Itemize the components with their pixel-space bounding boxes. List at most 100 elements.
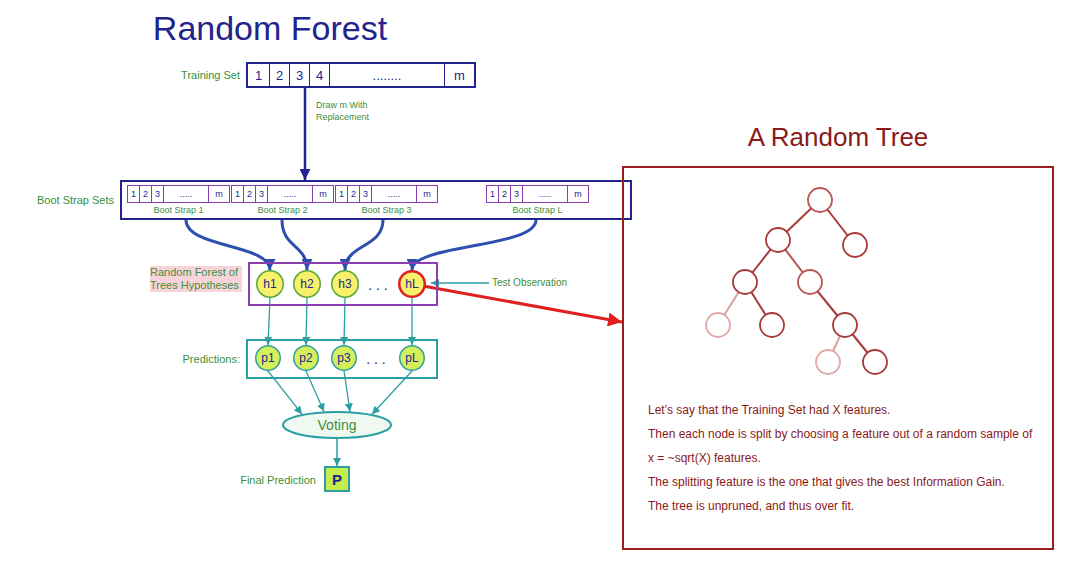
- prediction-circle: p2: [293, 345, 319, 371]
- sample-index: m: [209, 186, 229, 202]
- sample-cell: 3: [152, 186, 164, 202]
- sample-index: 2: [270, 64, 289, 86]
- random-tree-panel: A Random TreeLet's say that the Training…: [622, 166, 1054, 550]
- sample-index: m: [313, 186, 333, 202]
- prediction-label: p1: [255, 345, 281, 371]
- sample-index: m: [568, 186, 588, 202]
- arrow-connector: [426, 286, 622, 322]
- panel-text: Then each node is split by choosing a fe…: [648, 422, 1040, 470]
- sample-index: ........: [330, 64, 444, 86]
- prediction-circle: p3: [331, 345, 357, 371]
- test-observation-label: Test Observation: [492, 277, 602, 289]
- sample-cell: m: [313, 186, 333, 202]
- sample-index: 2: [140, 186, 151, 202]
- forest-label: Random Forest of Trees Hypotheses: [150, 266, 242, 292]
- node-shape: [294, 271, 321, 298]
- sample-cell: 1: [487, 186, 499, 202]
- sample-cell: 3: [290, 64, 310, 86]
- set-label: Training Set: [162, 69, 240, 82]
- hypothesis-label: hL: [398, 270, 426, 298]
- predictions-box: Predictions:. . .p1p2p3pL: [246, 339, 438, 379]
- panel-text: The tree is unpruned, and thus over fit.: [648, 494, 1040, 518]
- leader-arrow: [431, 282, 489, 284]
- sample-index: .....: [372, 186, 416, 202]
- sample-index: 3: [152, 186, 163, 202]
- hypothesis-label: h1: [256, 270, 284, 298]
- tree-hypothesis-circle: h2: [293, 270, 321, 298]
- sample-index: .....: [164, 186, 208, 202]
- bootstrap-box: Boot Strap 2123.....m: [231, 185, 334, 203]
- sample-index: 1: [232, 186, 243, 202]
- sample-cell: .....: [268, 186, 313, 202]
- tree-hypothesis-circle: h1: [256, 270, 284, 298]
- sample-cell: .....: [372, 186, 417, 202]
- node-shape: [400, 346, 425, 371]
- sample-cell: m: [417, 186, 437, 202]
- bootstrap-label: Boot Strap 1: [127, 205, 230, 216]
- sample-index: 1: [487, 186, 498, 202]
- ellipsis: . . .: [361, 351, 391, 368]
- bootstrap-box: Boot Strap L123.....m: [486, 185, 589, 203]
- tree-hypothesis-circle: h3: [331, 270, 359, 298]
- sample-index: m: [417, 186, 437, 202]
- sample-index: 3: [511, 186, 522, 202]
- hypothesis-label: h3: [331, 270, 359, 298]
- sample-index: 1: [336, 186, 347, 202]
- sample-index: 1: [128, 186, 139, 202]
- sample-cell: 2: [244, 186, 256, 202]
- sample-index: 1: [248, 64, 269, 86]
- sample-cell: 2: [140, 186, 152, 202]
- tree-hypothesis-circle: hL: [398, 270, 426, 298]
- predictions-label: Predictions:: [164, 353, 240, 366]
- prediction-label: p2: [293, 345, 319, 371]
- sample-cell: 1: [336, 186, 348, 202]
- sample-index: 3: [256, 186, 267, 202]
- sample-index: .....: [523, 186, 567, 202]
- sample-cell: 4: [310, 64, 330, 86]
- node-shape: [332, 271, 359, 298]
- forest-box: Random Forest of Trees Hypotheses. . .h1…: [248, 262, 438, 306]
- sample-index: 3: [290, 64, 309, 86]
- node-shape: [256, 346, 281, 371]
- final-label: Final Prediction: [224, 474, 316, 487]
- sample-cell: .....: [164, 186, 209, 202]
- node-shape: [294, 346, 319, 371]
- sample-cell: m: [209, 186, 229, 202]
- set-label: Boot Strap Sets: [26, 194, 114, 207]
- bootstrap-sets-box: Boot Strap SetsBoot Strap 1123.....mBoot…: [120, 180, 632, 220]
- sample-cell: 1: [232, 186, 244, 202]
- panel-heading: A Random Tree: [624, 122, 1052, 153]
- sample-cell: m: [445, 64, 474, 86]
- edge-label: Draw m With Replacement: [316, 100, 398, 123]
- sample-cell: 2: [348, 186, 360, 202]
- sample-index: .....: [268, 186, 312, 202]
- voting-ellipse: Voting: [282, 411, 392, 439]
- sample-cell: .....: [523, 186, 568, 202]
- voting-label: Voting: [282, 411, 392, 439]
- sample-cell: m: [568, 186, 588, 202]
- sample-cell: 1: [248, 64, 270, 86]
- sample-cell: 3: [360, 186, 372, 202]
- node-shape: [257, 271, 284, 298]
- bootstrap-box: Boot Strap 3123.....m: [335, 185, 438, 203]
- hypothesis-label: h2: [293, 270, 321, 298]
- sample-index: 2: [499, 186, 510, 202]
- node-shape: [283, 412, 391, 438]
- prediction-circle: pL: [399, 345, 425, 371]
- sample-cell: 1: [128, 186, 140, 202]
- training-set-box: Training Set1234........m: [246, 62, 476, 88]
- bootstrap-label: Boot Strap 2: [231, 205, 334, 216]
- sample-index: m: [445, 64, 474, 86]
- diagram-title: Random Forest: [150, 8, 390, 48]
- final-prediction-box: Final PredictionP: [324, 466, 350, 492]
- random-tree-drawing: [706, 188, 887, 374]
- final-value: P: [326, 468, 348, 490]
- node-shape: [332, 346, 357, 371]
- sample-index: 3: [360, 186, 371, 202]
- bootstrap-label: Boot Strap 3: [335, 205, 438, 216]
- arrow-connector: [336, 439, 338, 466]
- panel-text: Let's say that the Training Set had X fe…: [648, 398, 1040, 422]
- prediction-label: pL: [399, 345, 425, 371]
